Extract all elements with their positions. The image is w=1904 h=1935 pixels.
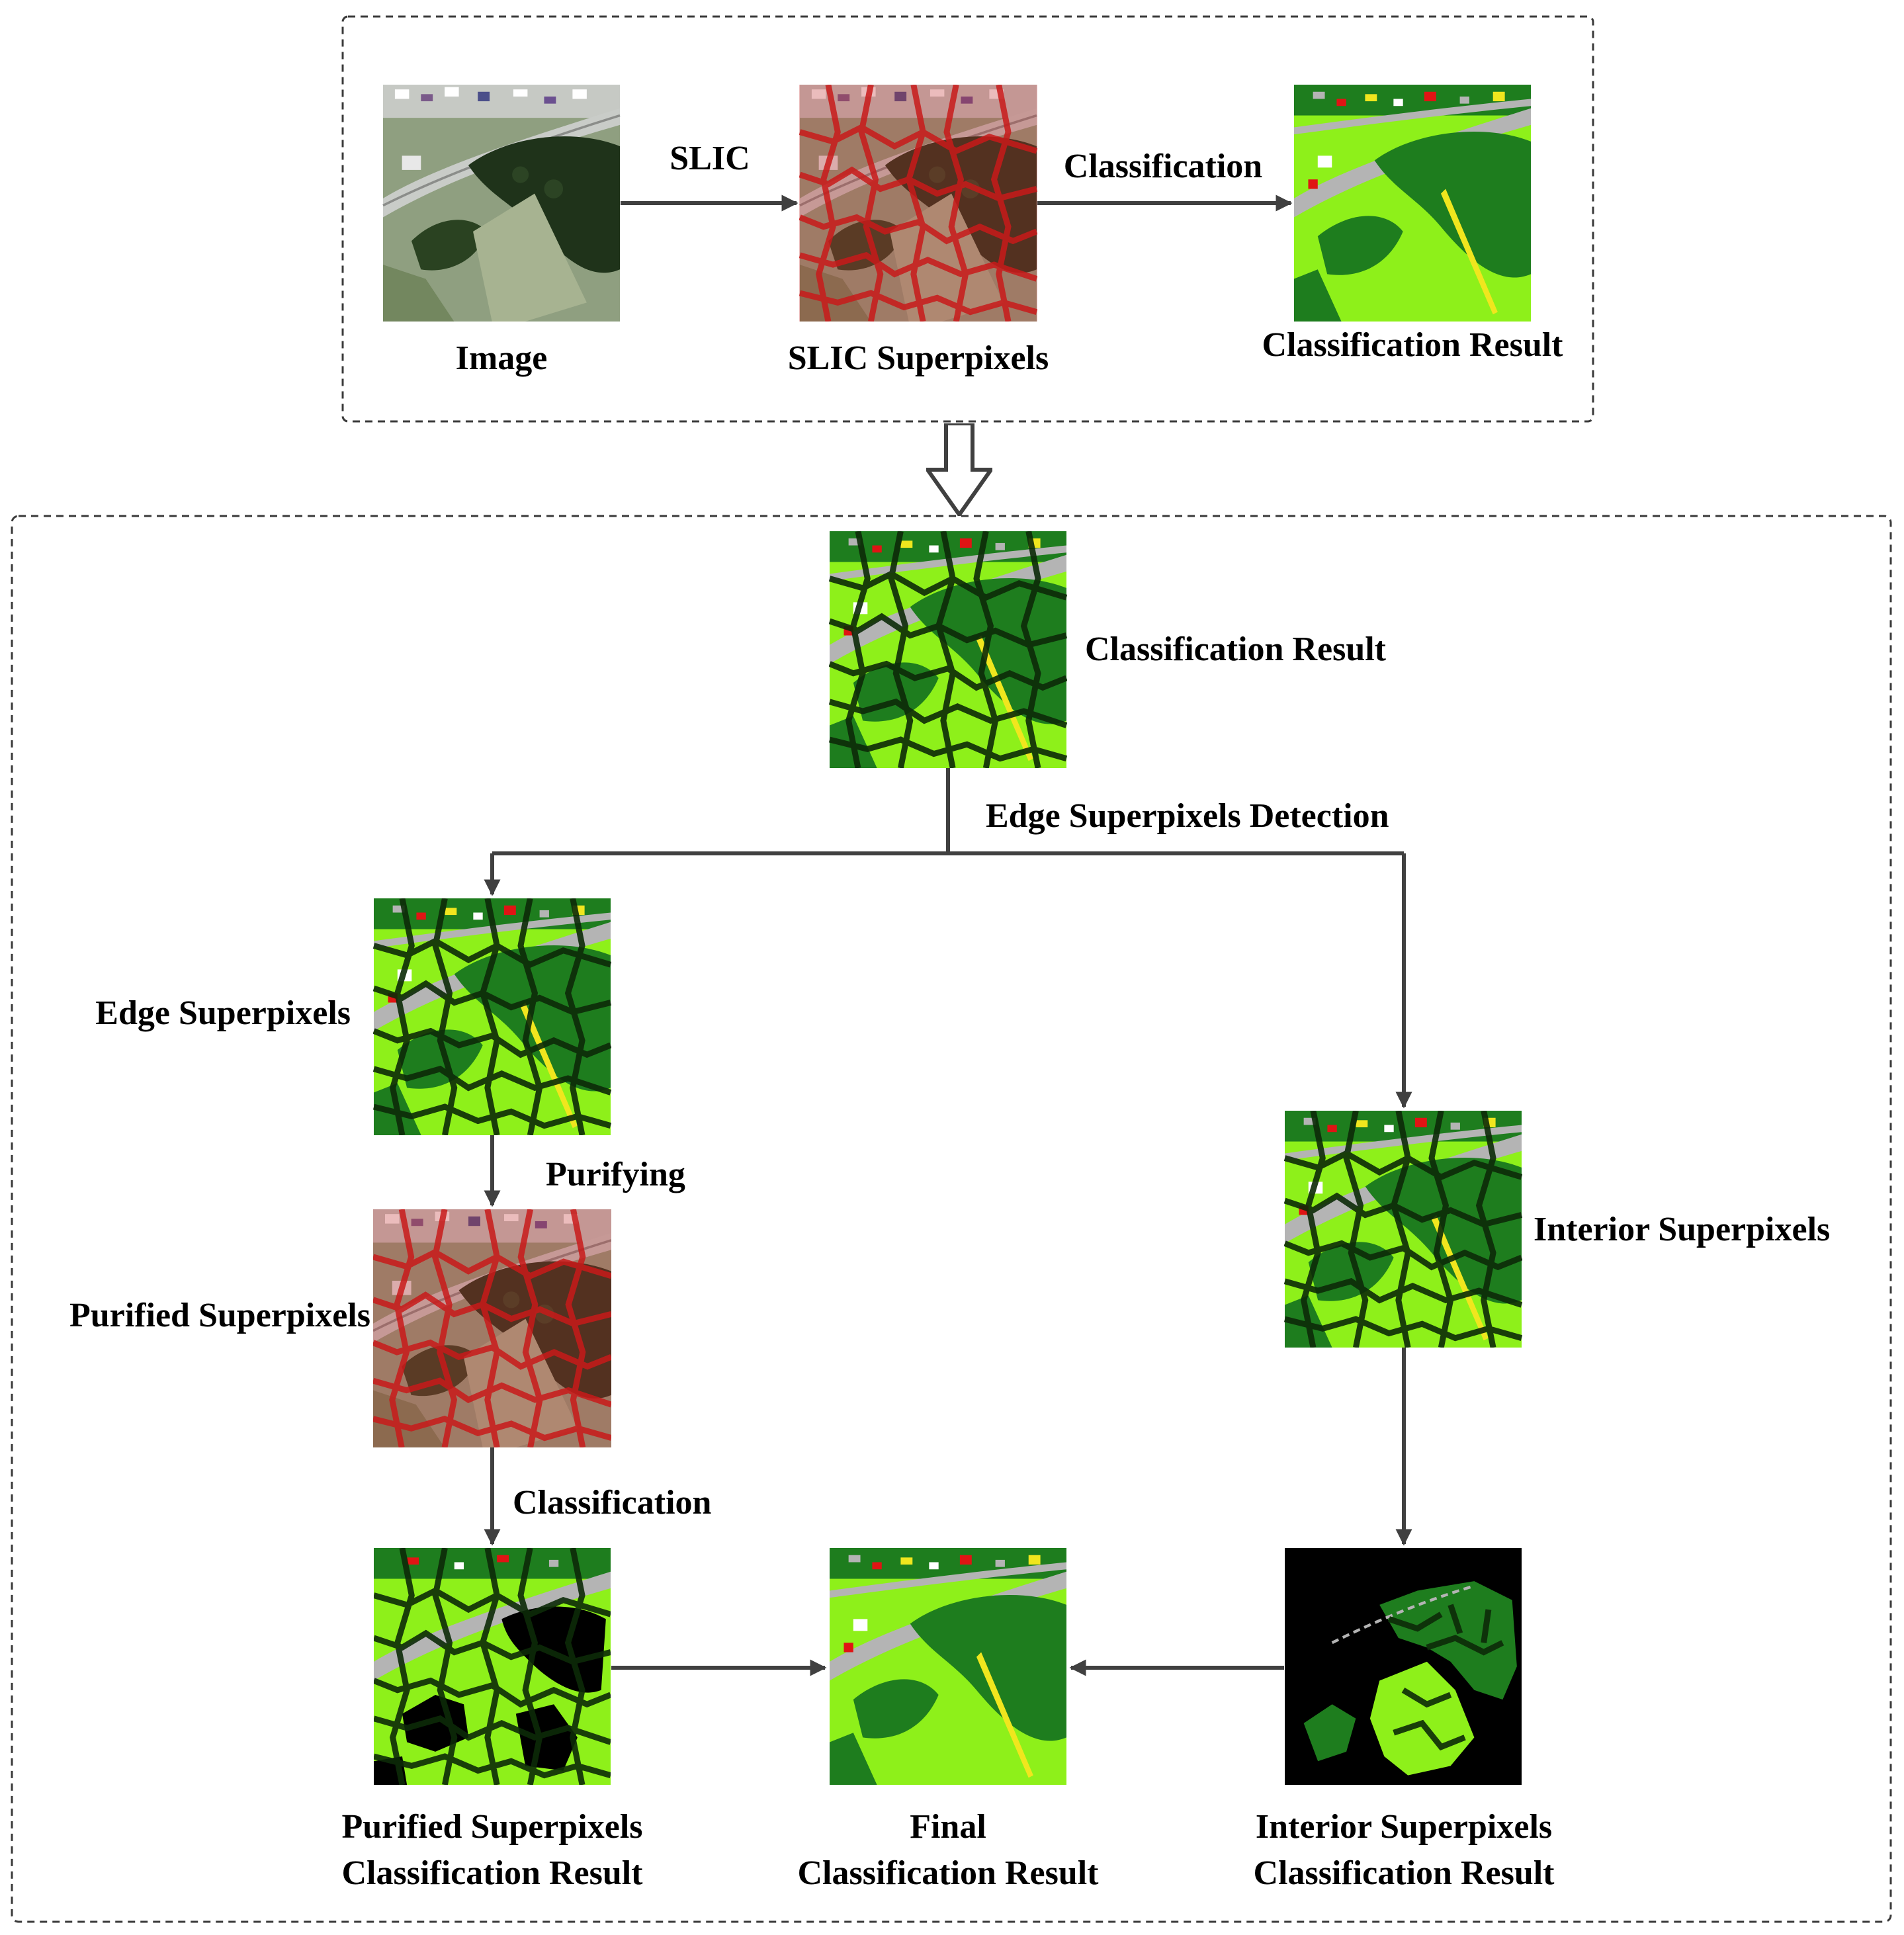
final-classification-result-image <box>830 1548 1066 1785</box>
slic-superpixels-caption: SLIC Superpixels <box>788 339 1049 377</box>
interior-superpixels-image <box>1285 1111 1522 1348</box>
final-result-caption-line2: Classification Result <box>798 1854 1100 1892</box>
slic-superpixels-image <box>799 85 1037 322</box>
purified-classification-label: Classification <box>513 1484 712 1522</box>
purified-result-caption-line2: Classification Result <box>342 1854 644 1892</box>
classification-result-image <box>1294 85 1531 322</box>
purifying-label: Purifying <box>546 1156 685 1193</box>
edge-detection-label: Edge Superpixels Detection <box>986 797 1389 835</box>
interior-classification-result-image <box>1285 1548 1522 1785</box>
bottom-panel <box>11 515 1892 1923</box>
edge-superpixels-image <box>374 898 611 1135</box>
purified-superpixels-image <box>373 1209 611 1447</box>
top-panel <box>341 15 1594 423</box>
final-result-caption-line1: Final <box>910 1808 986 1846</box>
input-image <box>382 85 621 322</box>
classification-result-superpixels-image <box>830 531 1066 768</box>
interior-result-caption-line1: Interior Superpixels <box>1256 1808 1552 1846</box>
slic-label: SLIC <box>670 140 750 177</box>
purified-classification-result-image <box>374 1548 611 1785</box>
interior-superpixels-label: Interior Superpixels <box>1534 1211 1830 1248</box>
purified-result-caption-line1: Purified Superpixels <box>341 1808 642 1846</box>
classification-result-label: Classification Result <box>1085 630 1387 668</box>
classification-label: Classification <box>1064 148 1263 185</box>
edge-superpixels-label: Edge Superpixels <box>95 994 351 1032</box>
purified-superpixels-label: Purified Superpixels <box>69 1297 370 1334</box>
interior-result-caption-line2: Classification Result <box>1254 1854 1555 1892</box>
transition-arrow <box>928 423 991 515</box>
image-caption: Image <box>456 339 548 377</box>
classification-result-caption: Classification Result <box>1262 326 1564 364</box>
